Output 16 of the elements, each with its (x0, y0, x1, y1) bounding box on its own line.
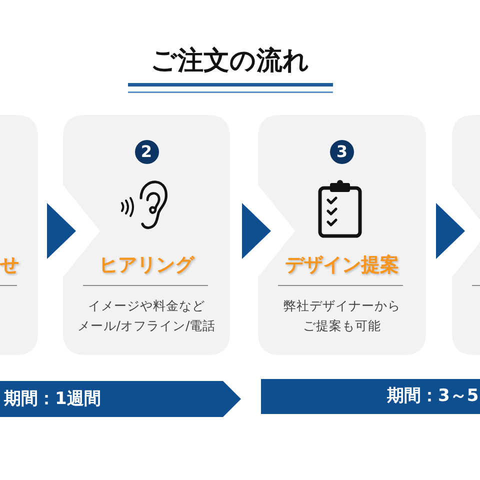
step-description: 弊社デザイナーからご提案も可能 (284, 297, 400, 335)
diagram-title: ご注文の流れ (150, 45, 310, 78)
arrow (47, 203, 76, 259)
step-card (452, 115, 480, 355)
period-label: 期間：1週間 (4, 388, 101, 411)
arrow (436, 203, 465, 259)
step-title: せ (0, 253, 19, 277)
step-title: デザイン提案 (285, 253, 399, 277)
step-card (63, 115, 230, 355)
step-title: ヒアリング (99, 253, 194, 277)
step-card (0, 115, 38, 355)
period-band (0, 381, 241, 417)
period-label: 期間：3～5 (387, 385, 479, 408)
period-band (261, 379, 480, 414)
step-card (258, 115, 426, 355)
step-description: イメージや料金などメール/オフライン/電話 (77, 297, 216, 335)
